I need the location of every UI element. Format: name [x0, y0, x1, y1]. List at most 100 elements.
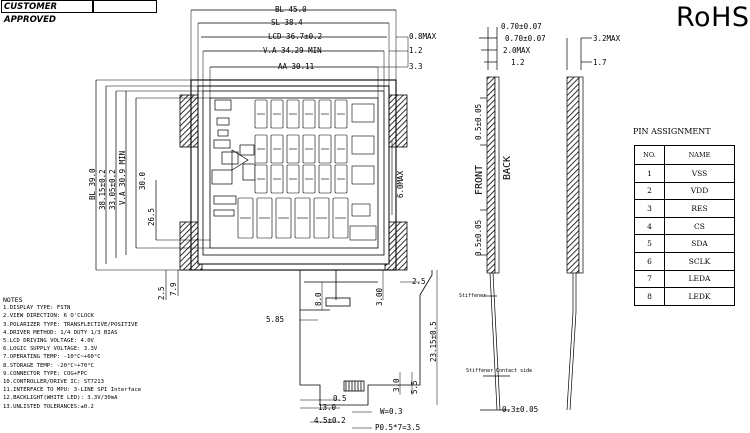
dim-2-5-right: 2.5 [412, 277, 426, 286]
pin-number: 5 [634, 234, 665, 253]
side2-dim-3-2max: 3.2MAX [593, 34, 621, 43]
dim-aa-height: 30.0 [138, 171, 147, 190]
note-item: 10.CONTROLLER/DRIVE IC: ST7213 [3, 379, 105, 386]
dim-23-15: 23.15±0.5 [429, 321, 438, 362]
notes-title: NOTES [3, 296, 23, 304]
dim-5-85: 5.85 [266, 315, 285, 324]
dim-pitch: P0.5*7=3.5 [375, 423, 421, 432]
fpc-tail [299, 270, 433, 406]
pin-name: RES [664, 199, 735, 218]
digit-row-4 [237, 197, 349, 239]
customer-approved-label: CUSTOMER APPROVED [1, 0, 93, 25]
side-dim-1-2: 1.2 [511, 58, 525, 67]
dim-aa-width: AA 30.11 [278, 62, 315, 71]
pin-name: SDA [664, 234, 735, 253]
side-dim-top-a: 0.70±0.07 [501, 22, 542, 31]
unit-icons [349, 103, 377, 241]
pin-table-header: NO. NAME [634, 145, 735, 165]
dim-8-0: 8.0 [314, 292, 323, 306]
note-item: 2.VIEW DIRECTION: 6 O'CLOCK [3, 313, 94, 320]
pin-number: 2 [634, 181, 665, 201]
pin-name: LEDK [664, 287, 735, 306]
side2-dim-1-7: 1.7 [593, 58, 607, 67]
dim-4-5: 4.5±0.2 [314, 416, 346, 425]
digit-row-2 [254, 134, 348, 164]
dim-0-5: 0.5 [333, 394, 347, 403]
notes-block: NOTES 1.DISPLAY TYPE: FSTN 2.VIEW DIRECT… [3, 296, 141, 411]
stiffener-label: Stiffener [459, 293, 487, 299]
pin-number: 3 [634, 199, 665, 218]
note-item: 13.UNLISTED TOLERANCES:±0.2 [3, 403, 94, 410]
pin-assignment-title: PIN ASSIGNMENT [633, 127, 711, 136]
fpc-dimensions [300, 270, 438, 429]
note-item: 9.CONNECTOR TYPE: COG+FPC [3, 370, 88, 377]
dim-3-0-upper: 3.00 [375, 287, 384, 306]
digit-row-1 [254, 99, 348, 129]
side-dim-0-3: 0.3±0.05 [502, 405, 539, 414]
dim-6-0max: 6.0MAX [396, 170, 405, 198]
dim-3-3: 3.3 [409, 62, 423, 71]
dim-0-8max: 0.8MAX [409, 32, 437, 41]
dim-13-0: 13.0 [318, 403, 337, 412]
note-item: 11.INTERFACE TO MPU: 3-LINE SPI Interfac… [3, 387, 142, 394]
note-item: 7.OPERATING TEMP: -10°C~+60°C [3, 354, 101, 361]
pin-name: VSS [664, 164, 735, 183]
contact-side-label: Contact side [496, 368, 533, 374]
note-item: 1.DISPLAY TYPE: FSTN [3, 305, 71, 312]
dim-lcd-height: 38.15±0.2 [98, 169, 107, 210]
dim-w-0-3: W=0.3 [380, 407, 403, 416]
back-label: BACK [502, 155, 513, 180]
note-item: 4.DRIVER METHOD: 1/4 DUTY 1/3 BIAS [3, 329, 118, 336]
rohs-mark: RoHS [676, 2, 750, 33]
side-dim-0-5-top: 0.5±0.05 [474, 103, 483, 140]
pin-number: 8 [634, 287, 665, 306]
dim-va-height: V.A 30.9 MIN [118, 150, 127, 205]
dim-5-5: 5.5 [410, 380, 419, 394]
stiffener-label-2: Stiffener [466, 368, 494, 374]
approval-signature-box [93, 0, 157, 13]
note-item: 3.POLARIZER TYPE: TRANSFLECTIVE/POSITIVE [3, 321, 138, 328]
pin-header-no: NO. [634, 145, 665, 165]
active-area-outline [209, 97, 379, 249]
dim-7-9: 7.9 [169, 282, 178, 296]
side-dim-2-0max: 2.0MAX [503, 46, 531, 55]
pin-number: 6 [634, 251, 665, 271]
note-item: 8.STORAGE TEMP: -20°C~+70°C [3, 362, 94, 369]
dim-bl-width: BL 45.0 [275, 5, 307, 14]
dim-26-5: 26.5 [147, 207, 156, 226]
pin-name: LEDA [664, 269, 735, 289]
side-dim-top-b: 0.70±0.07 [505, 34, 546, 43]
note-item: 6.LOGIC SUPPLY VOLTAGE: 3.3V [3, 346, 98, 353]
viewing-area-outline [202, 90, 385, 256]
pin-number: 4 [634, 216, 665, 236]
dim-1-2: 1.2 [409, 46, 423, 55]
side-view-1 [479, 27, 510, 411]
note-item: 12.BACKLIGHT(WHITE LED): 3.3V/30mA [3, 395, 118, 402]
side-dim-0-5-bottom: 0.5±0.05 [474, 219, 483, 256]
dim-lcd-width: LCD 36.7±0.2 [268, 32, 323, 41]
digit-row-3 [254, 164, 348, 194]
pin-name: VDD [664, 181, 735, 201]
note-item: 5.LCD DRIVING VOLTAGE: 4.0V [3, 338, 94, 345]
dim-va-width: V.A 34.29 MIN [263, 46, 322, 55]
pin-name: SCLK [664, 251, 735, 271]
front-label: FRONT [474, 164, 485, 195]
pin-header-name: NAME [664, 145, 735, 165]
dim-2-5-left: 2.5 [157, 286, 166, 300]
dim-sl-height: 33.05±0.2 [108, 169, 117, 210]
pin-name: CS [664, 216, 735, 236]
dim-sl-width: SL 38.4 [271, 18, 303, 27]
dim-bl-height: BL 39.0 [88, 168, 97, 200]
backlight-outline [190, 79, 397, 271]
dim-3-0: 3.0 [392, 378, 401, 392]
